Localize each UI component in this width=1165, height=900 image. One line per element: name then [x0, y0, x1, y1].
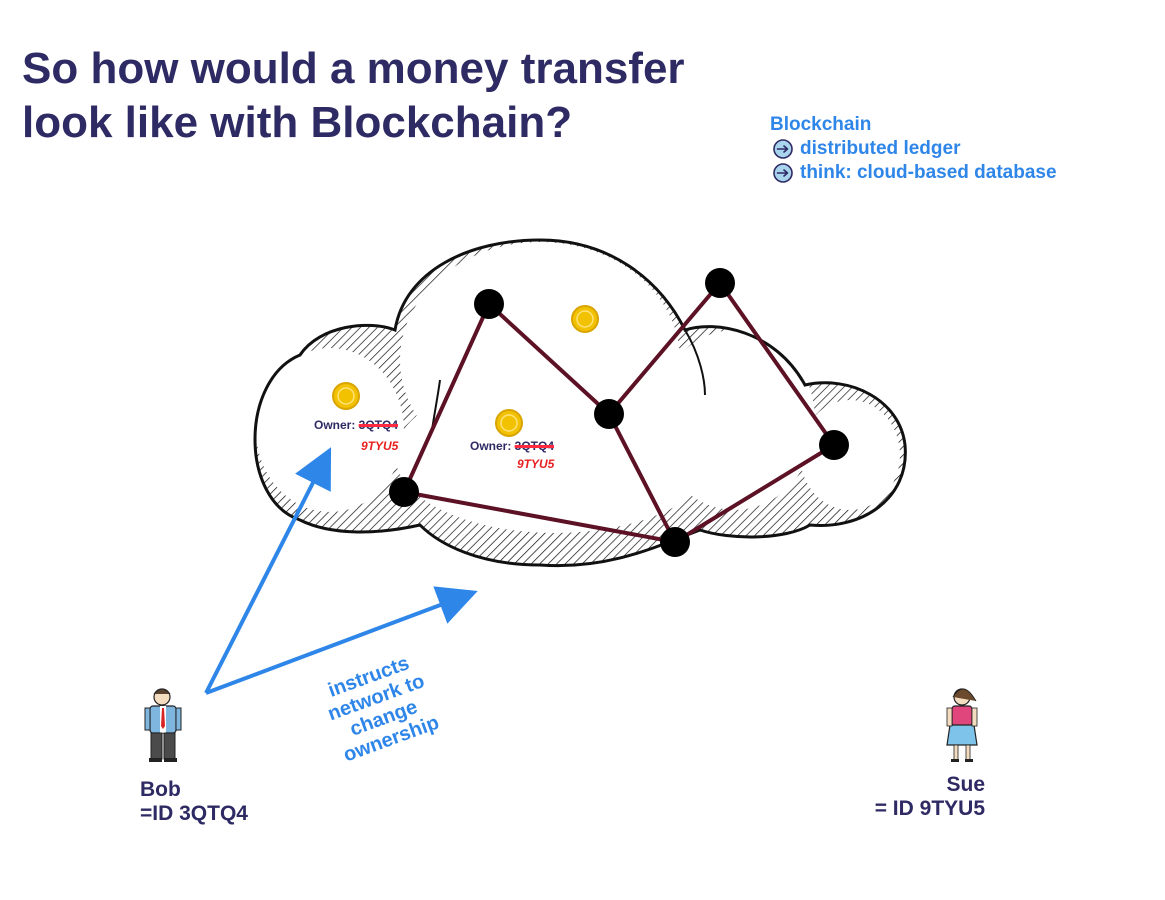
cloud-inner-fold — [684, 329, 706, 396]
coin-icon — [571, 305, 599, 333]
sue-label: Sue = ID 9TYU5 — [866, 773, 985, 821]
arrow-right-circle-icon — [773, 139, 793, 159]
sue-id: = ID 9TYU5 — [874, 797, 985, 820]
owner-prefix: Owner: — [470, 439, 515, 453]
bob-label: Bob =ID 3QTQ4 — [140, 778, 248, 826]
arrow-to-cloud-center — [205, 586, 478, 695]
ledger-new-owner-1: 9TYU5 — [361, 439, 399, 453]
network-node — [705, 268, 735, 298]
bob-name: Bob — [140, 778, 181, 801]
cloud-body — [256, 242, 900, 533]
ledger-new-owner-2: 9TYU5 — [517, 457, 555, 471]
network-edge — [607, 281, 722, 416]
network-edges — [402, 281, 836, 544]
coin-icon — [332, 382, 360, 410]
network-edge — [487, 302, 611, 416]
old-owner-id: 3QTQ4 — [514, 439, 555, 453]
network-edge — [673, 443, 836, 544]
bob-id: =ID 3QTQ4 — [140, 802, 248, 825]
sue-figure-icon — [946, 688, 978, 762]
network-edge — [402, 490, 677, 544]
legend-heading: Blockchain — [770, 114, 872, 135]
legend-item-label: distributed ledger — [800, 138, 961, 159]
cloud-outline — [253, 238, 907, 568]
sue-name: Sue — [946, 773, 985, 796]
blockchain-legend: Blockchain distributed ledger think: clo… — [770, 113, 1057, 185]
old-owner-id: 3QTQ4 — [358, 418, 399, 432]
coin-icon — [495, 409, 523, 437]
network-edge — [607, 412, 677, 544]
bob-figure-icon — [144, 688, 182, 762]
network-node — [594, 399, 624, 429]
network-node — [389, 477, 419, 507]
legend-item-distributed-ledger: distributed ledger — [770, 137, 1057, 161]
title-line-1: So how would a money transfer — [22, 44, 685, 93]
network-node — [660, 527, 690, 557]
legend-item-cloud-database: think: cloud-based database — [770, 161, 1057, 185]
legend-item-label: think: cloud-based database — [800, 162, 1057, 183]
arrow-right-circle-icon — [773, 163, 793, 183]
title-line-2: look like with Blockchain? — [22, 98, 573, 147]
network-edge — [718, 281, 836, 447]
network-node — [474, 289, 504, 319]
ledger-owner-label-1: Owner: 3QTQ4 — [314, 418, 398, 432]
network-edge — [402, 302, 491, 494]
ledger-owner-label-2: Owner: 3QTQ4 — [470, 439, 554, 453]
page-title: So how would a money transfer look like … — [22, 42, 685, 150]
owner-prefix: Owner: — [314, 418, 359, 432]
instruction-arrows — [204, 447, 478, 695]
network-nodes — [389, 268, 849, 557]
network-node — [819, 430, 849, 460]
arrow-to-cloud-left — [204, 447, 332, 694]
